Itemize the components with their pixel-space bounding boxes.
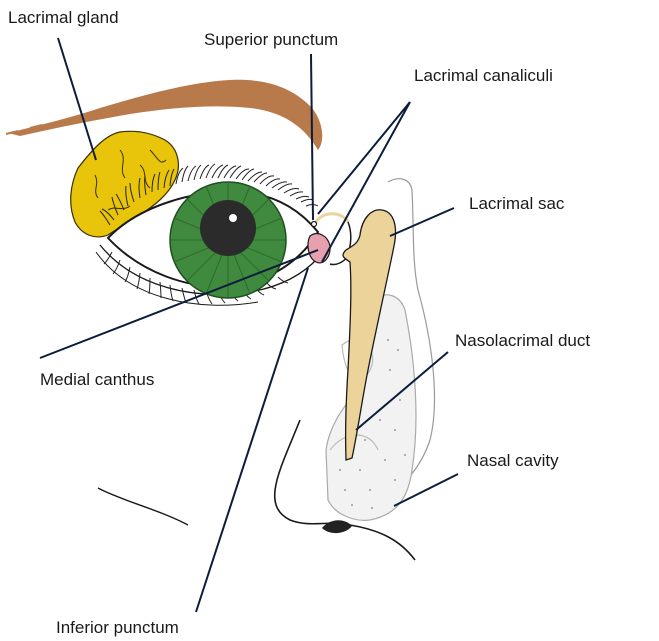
caruncle: [308, 234, 330, 263]
label-superior-punctum: Superior punctum: [204, 30, 338, 50]
label-lacrimal-gland: Lacrimal gland: [8, 8, 119, 28]
label-nasal-cavity: Nasal cavity: [467, 451, 559, 471]
label-medial-canthus: Medial canthus: [40, 370, 154, 390]
cheek-outline: [98, 488, 188, 525]
label-lacrimal-canaliculi: Lacrimal canaliculi: [414, 66, 553, 86]
label-lacrimal-sac: Lacrimal sac: [469, 194, 564, 214]
label-nasolacrimal-duct: Nasolacrimal duct: [455, 331, 590, 351]
nostril: [322, 520, 352, 533]
label-inferior-punctum: Inferior punctum: [56, 618, 179, 638]
pupil: [200, 200, 256, 256]
superior-punctum: [312, 222, 317, 227]
